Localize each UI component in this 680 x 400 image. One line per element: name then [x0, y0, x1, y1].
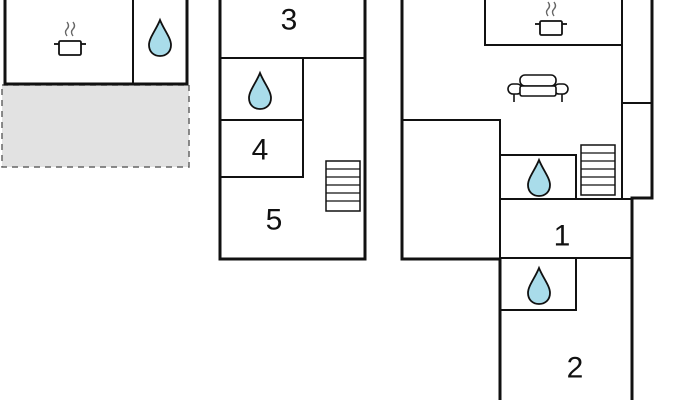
water-drop-icon — [148, 19, 172, 57]
left-unit — [3, 0, 189, 86]
room-number-5: 5 — [266, 204, 283, 237]
terrace-area — [1, 84, 190, 168]
middle-unit — [218, 0, 367, 261]
armchair-icon — [507, 74, 569, 102]
room-number-2: 2 — [567, 352, 584, 385]
water-drop-icon — [527, 159, 551, 197]
water-drop-icon — [248, 72, 272, 110]
room-number-1: 1 — [554, 220, 571, 253]
right-unit — [400, 0, 654, 400]
kitchen-icon — [534, 1, 568, 36]
staircase-icon — [580, 144, 616, 196]
staircase-icon — [325, 160, 361, 212]
room-number-4: 4 — [252, 134, 269, 167]
room-number-3: 3 — [281, 4, 298, 37]
water-drop-icon — [527, 267, 551, 305]
kitchen-icon — [53, 21, 87, 56]
